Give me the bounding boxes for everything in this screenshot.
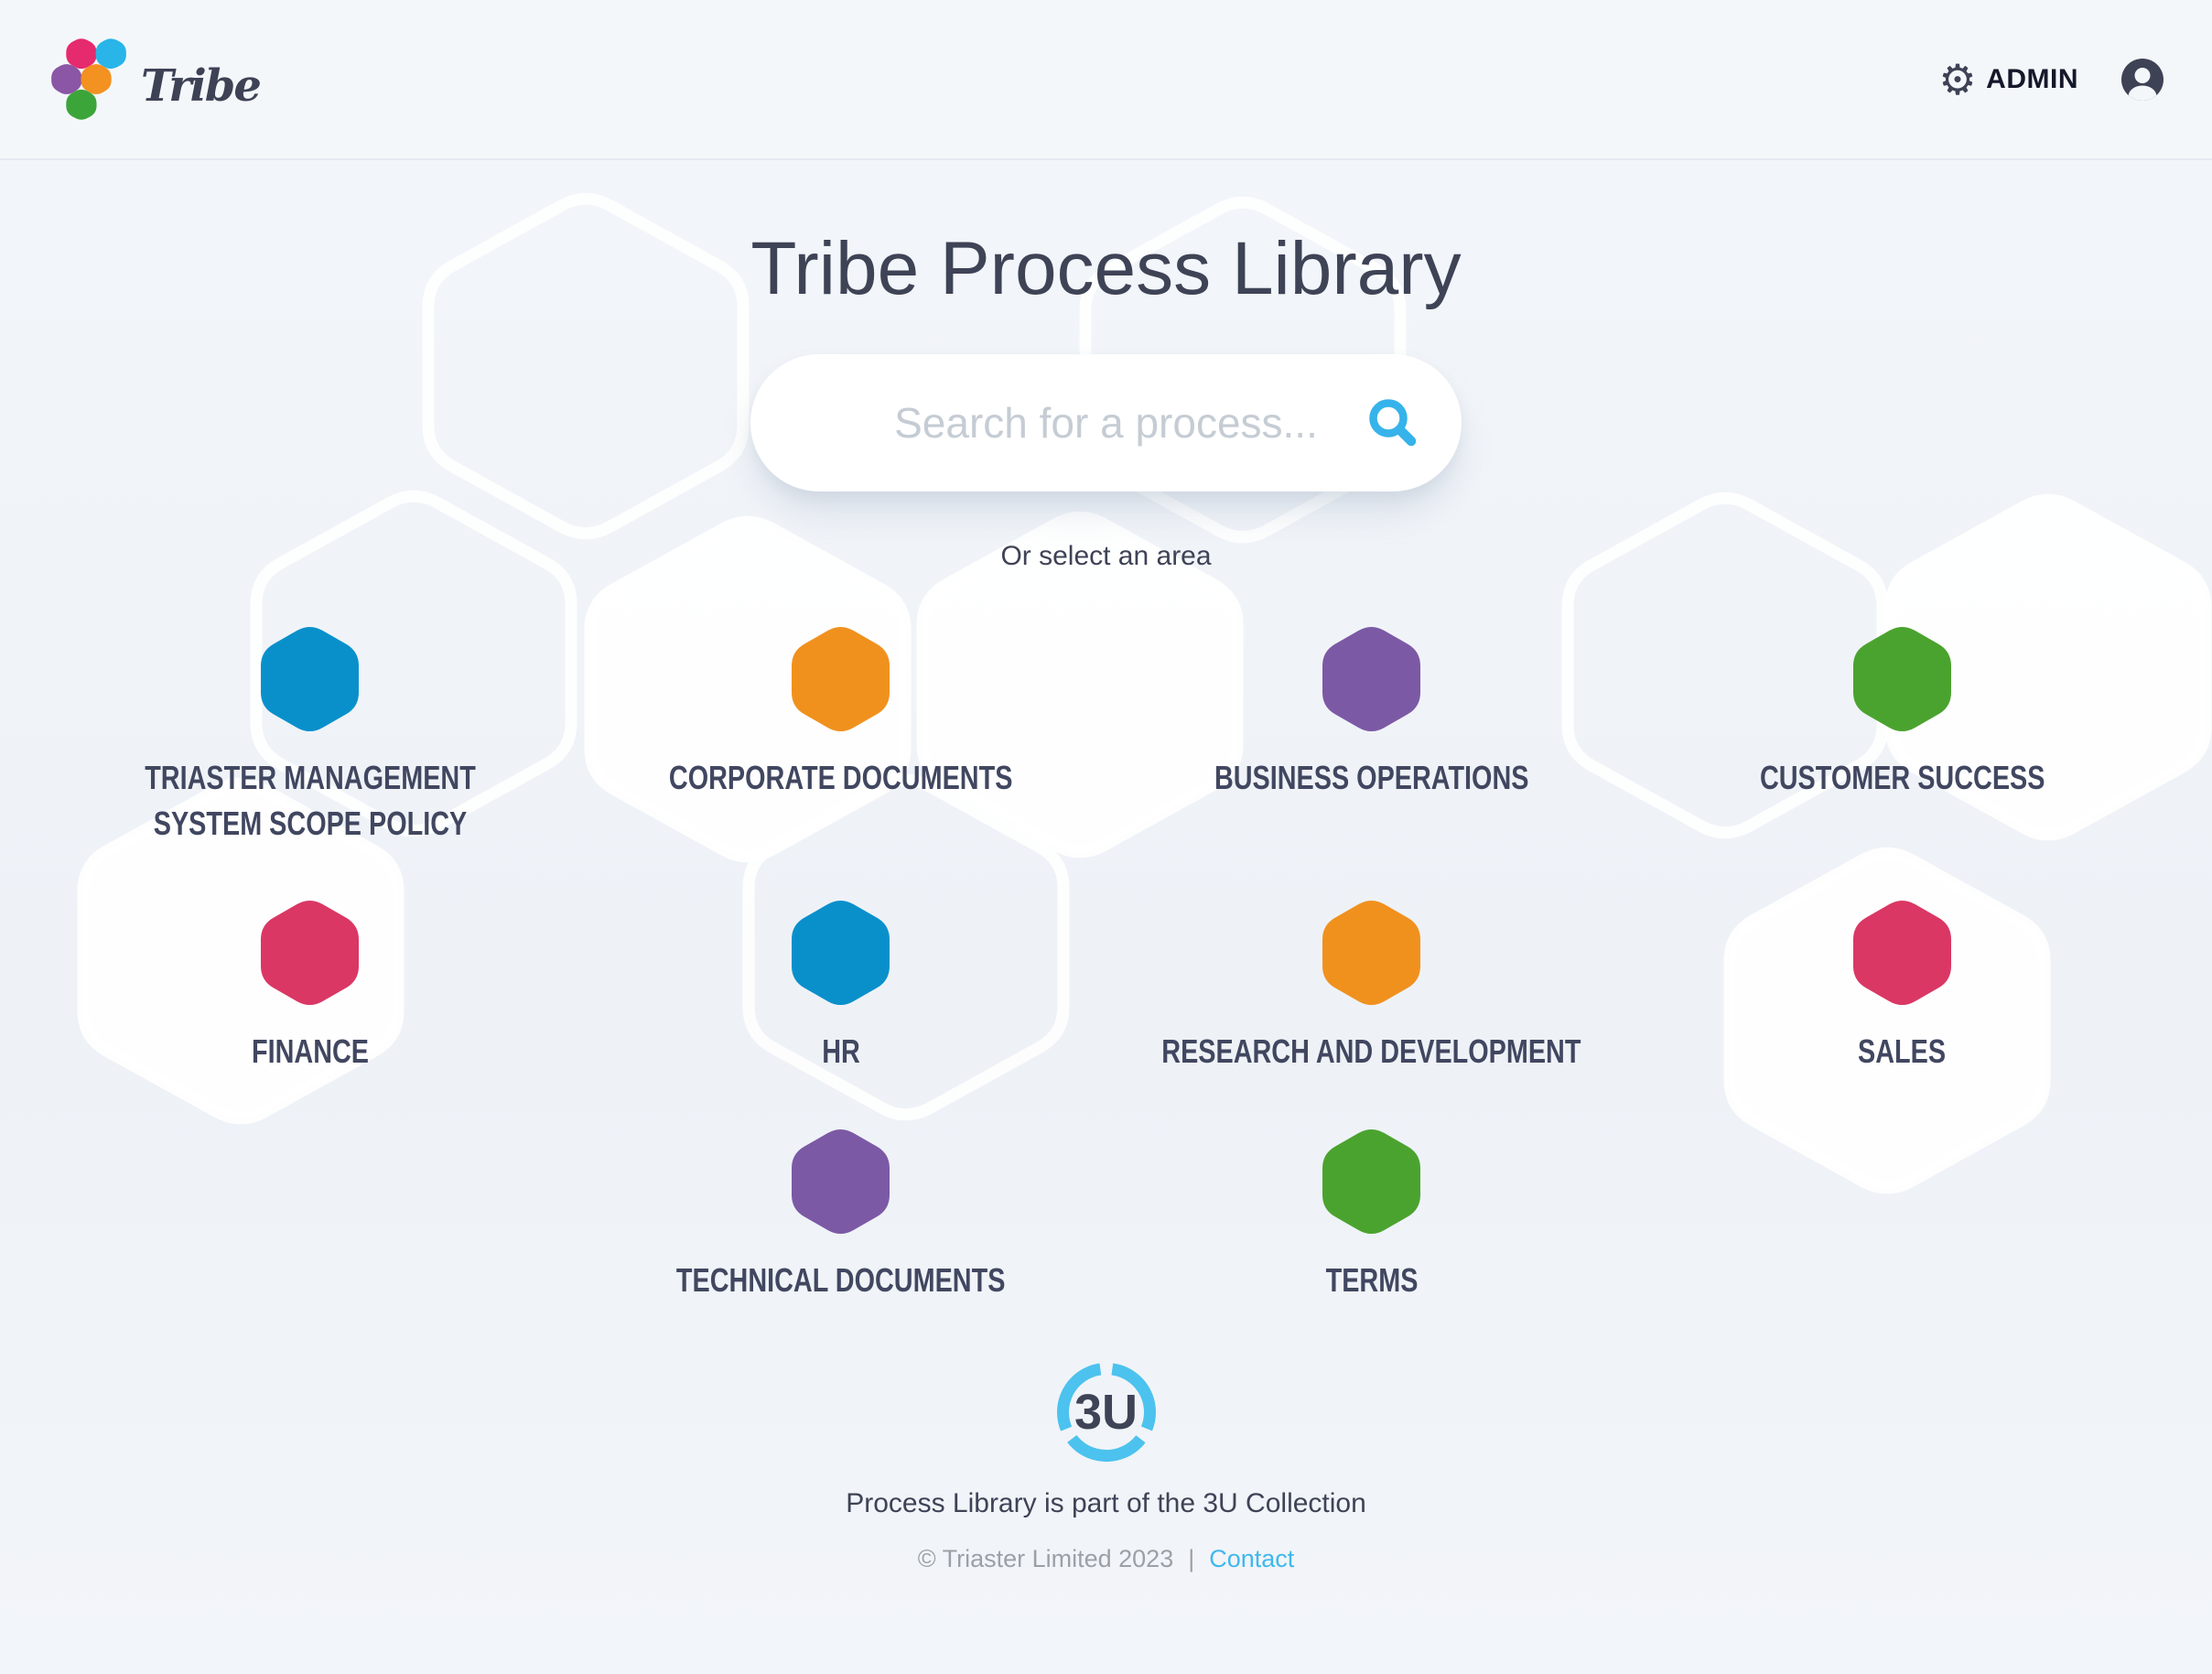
gear-icon: ⚙ — [1938, 54, 1978, 104]
search-bar — [750, 354, 1462, 491]
area-hexagon-icon — [1322, 626, 1420, 732]
footer: 3U Process Library is part of the 3U Col… — [0, 1358, 2212, 1573]
area-tile[interactable]: SALES — [1637, 897, 2168, 1075]
area-hexagon-icon — [1322, 901, 1420, 1006]
footer-separator: | — [1188, 1544, 1195, 1572]
header-actions: ⚙ ADMIN — [1938, 58, 2164, 102]
area-tile[interactable]: TECHNICAL DOCUMENTS — [576, 1126, 1106, 1303]
area-label: TRIASTER MANAGEMENT SYSTEM SCOPE POLICY — [144, 759, 476, 842]
brand-name: Tribe — [141, 59, 262, 112]
areas-grid: TRIASTER MANAGEMENT SYSTEM SCOPE POLICY … — [0, 623, 2212, 1303]
area-hexagon-icon — [1322, 1129, 1420, 1235]
area-label: FINANCE — [251, 1032, 369, 1071]
area-hexagon-icon — [792, 626, 890, 732]
area-label: HR — [821, 1032, 860, 1071]
search-input[interactable] — [750, 354, 1462, 491]
admin-button[interactable]: ⚙ ADMIN — [1938, 59, 2078, 101]
area-tile[interactable]: TRIASTER MANAGEMENT SYSTEM SCOPE POLICY — [45, 623, 576, 846]
main-content: Tribe Process Library Or select an area … — [0, 226, 2212, 1573]
area-label: CUSTOMER SUCCESS — [1759, 759, 2045, 796]
area-hexagon-icon — [792, 1129, 890, 1235]
area-label: TERMS — [1325, 1261, 1418, 1300]
3u-logo-text: 3U — [1074, 1384, 1138, 1440]
area-hexagon-icon — [261, 901, 359, 1006]
area-label: SALES — [1858, 1032, 1947, 1071]
copyright-text: © Triaster Limited 2023 — [917, 1544, 1174, 1572]
admin-label: ADMIN — [1986, 63, 2078, 94]
header: Tribe ⚙ ADMIN — [0, 0, 2212, 160]
area-tile[interactable]: TERMS — [1106, 1126, 1637, 1303]
3u-ring-icon — [1056, 1362, 1156, 1462]
user-avatar-icon[interactable] — [2120, 58, 2164, 102]
area-hexagon-icon — [792, 901, 890, 1006]
area-tile[interactable]: CORPORATE DOCUMENTS — [576, 623, 1106, 846]
area-hexagon-icon — [261, 626, 359, 732]
copyright-row: © Triaster Limited 2023 | Contact — [0, 1545, 2212, 1573]
brand-logo[interactable]: Tribe — [48, 35, 262, 124]
select-area-prompt: Or select an area — [1000, 541, 1212, 571]
area-hexagon-icon — [1853, 626, 1951, 732]
area-tile[interactable]: HR — [576, 897, 1106, 1075]
area-label: RESEARCH AND DEVELOPMENT — [1161, 1032, 1581, 1071]
search-icon[interactable] — [1365, 394, 1421, 451]
area-label: TECHNICAL DOCUMENTS — [675, 1261, 1006, 1300]
area-hexagon-icon — [1853, 901, 1951, 1006]
footer-caption: Process Library is part of the 3U Collec… — [846, 1487, 1366, 1518]
tribe-logo-icon — [51, 38, 126, 120]
area-tile[interactable]: FINANCE — [45, 897, 576, 1075]
area-label: CORPORATE DOCUMENTS — [668, 759, 1013, 796]
page-title: Tribe Process Library — [750, 227, 1462, 310]
contact-link[interactable]: Contact — [1209, 1544, 1295, 1572]
3u-logo: 3U — [1052, 1358, 1160, 1466]
area-tile[interactable]: CUSTOMER SUCCESS — [1637, 623, 2168, 846]
area-label: BUSINESS OPERATIONS — [1214, 759, 1529, 796]
area-tile[interactable]: BUSINESS OPERATIONS — [1106, 623, 1637, 846]
area-tile[interactable]: RESEARCH AND DEVELOPMENT — [1106, 897, 1637, 1075]
